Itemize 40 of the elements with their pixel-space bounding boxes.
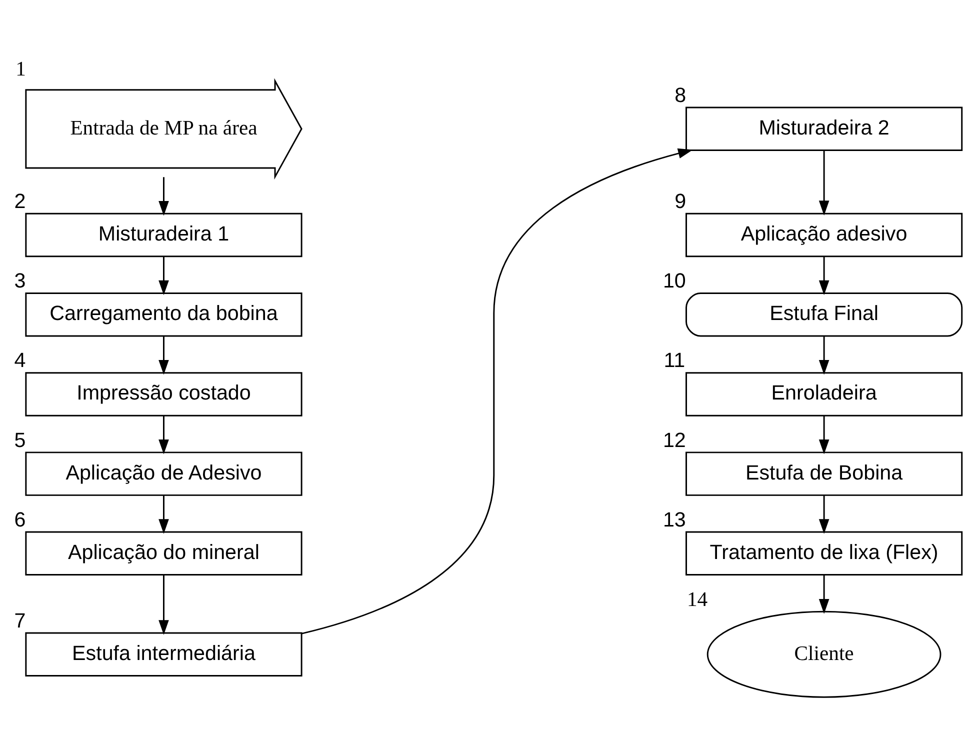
node-label: 3 bbox=[14, 269, 26, 292]
node-label: 1 bbox=[16, 58, 26, 80]
arrow bbox=[158, 176, 169, 216]
arrow bbox=[158, 256, 169, 295]
arrow bbox=[818, 574, 830, 614]
node-label: 12 bbox=[662, 428, 686, 452]
arrow bbox=[158, 574, 169, 634]
node-box: Aplicação do mineral bbox=[25, 530, 302, 575]
node-box: Estufa intermediária bbox=[25, 632, 302, 676]
node-box: Estufa Final bbox=[686, 292, 963, 336]
node-box: Enroladeira bbox=[686, 372, 963, 416]
arrow bbox=[158, 494, 169, 534]
node-label: 4 bbox=[14, 348, 26, 372]
node-label: 10 bbox=[662, 269, 686, 292]
node-label: 11 bbox=[664, 348, 686, 372]
arrow bbox=[818, 494, 830, 534]
node-box: Misturadeira 1 bbox=[25, 212, 302, 257]
node-box: Estufa de Bobina bbox=[686, 451, 963, 496]
arrow bbox=[818, 256, 830, 295]
node-label: 9 bbox=[674, 190, 686, 213]
node-ellipse: Cliente bbox=[706, 610, 942, 698]
arrow bbox=[158, 336, 169, 374]
node-label: 13 bbox=[662, 508, 686, 531]
arrow bbox=[158, 415, 169, 454]
node-box: Aplicação de Adesivo bbox=[25, 451, 302, 496]
arrow bbox=[818, 336, 830, 374]
arrow bbox=[818, 150, 830, 215]
node-box: Misturadeira 2 bbox=[686, 106, 963, 151]
arrow bbox=[818, 415, 830, 454]
node-label: 6 bbox=[14, 508, 26, 531]
node-label: 2 bbox=[14, 190, 26, 213]
node-box: Tratamento de lixa (Flex) bbox=[686, 530, 963, 575]
arrow bbox=[302, 148, 693, 634]
node-label: 14 bbox=[686, 588, 708, 611]
node-label: 7 bbox=[14, 608, 26, 632]
node-label: 8 bbox=[674, 83, 686, 106]
node-box: Impressão costado bbox=[25, 372, 302, 416]
node-box: Carregamento da bobina bbox=[25, 292, 302, 336]
node-box: Aplicação adesivo bbox=[686, 212, 963, 257]
node-label: 5 bbox=[14, 428, 26, 452]
